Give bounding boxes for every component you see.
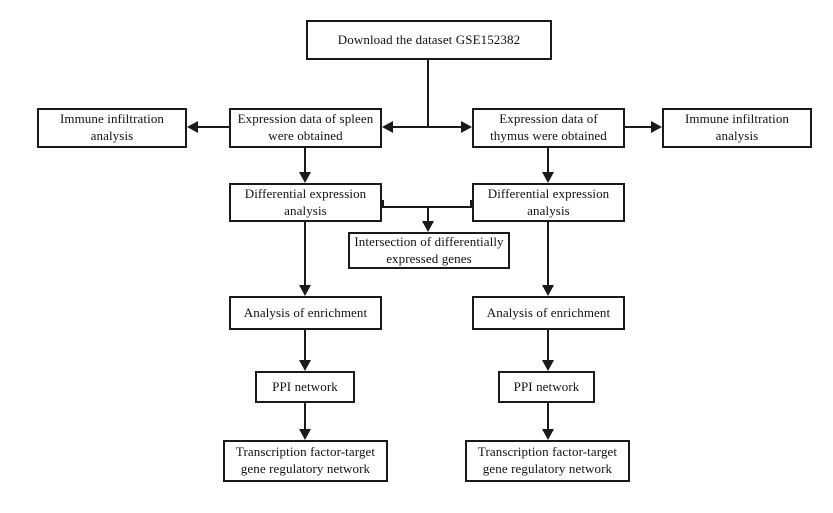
node-ppi-network-left-label: PPI network	[272, 378, 338, 394]
node-intersection-degs-line2: expressed genes	[386, 250, 472, 266]
arrowhead-to-ppi-right	[542, 360, 554, 371]
edge-enrichment-right-to-ppi-right	[547, 330, 549, 360]
node-tf-regulatory-network-right-line1: Transcription factor-target	[477, 444, 618, 460]
node-differential-expression-right-line1: Differential expression	[487, 185, 610, 201]
arrowhead-to-deg-left	[299, 172, 311, 183]
arrowhead-to-tf-left	[299, 429, 311, 440]
node-expression-data-spleen-line2: were obtained	[268, 128, 343, 143]
arrowhead-to-immune-left	[187, 121, 198, 133]
edge-deg-left-riser	[382, 200, 384, 208]
arrowhead-to-intersection	[422, 221, 434, 232]
node-differential-expression-left[interactable]: Differential expression analysis	[229, 183, 382, 222]
node-download-dataset-label: Download the dataset GSE152382	[337, 31, 521, 47]
edge-enrichment-left-to-ppi-left	[304, 330, 306, 360]
node-intersection-degs-line1: Intersection of differentially	[354, 233, 504, 249]
node-tf-regulatory-network-right-line2: gene regulatory network	[482, 461, 613, 476]
node-expression-data-thymus-line2: thymus were obtained	[490, 128, 607, 143]
node-tf-regulatory-network-left-line1: Transcription factor-target	[235, 444, 376, 460]
node-ppi-network-left[interactable]: PPI network	[255, 371, 355, 403]
node-immune-infiltration-left-line2: analysis	[90, 128, 134, 143]
edge-deg-right-riser	[470, 200, 472, 208]
edge-deg-left-to-enrichment-left	[304, 222, 306, 285]
node-download-dataset[interactable]: Download the dataset GSE152382	[306, 20, 552, 60]
node-expression-data-thymus[interactable]: Expression data of thymus were obtained	[472, 108, 625, 148]
arrowhead-to-tf-right	[542, 429, 554, 440]
node-immune-infiltration-left-line1: Immune infiltration	[59, 111, 165, 127]
node-expression-data-spleen-line1: Expression data of spleen	[237, 111, 374, 127]
arrowhead-to-ppi-left	[299, 360, 311, 371]
edge-download-stem	[427, 60, 429, 127]
node-differential-expression-left-line1: Differential expression	[244, 185, 367, 201]
arrowhead-to-spleen	[382, 121, 393, 133]
node-immune-infiltration-right[interactable]: Immune infiltration analysis	[662, 108, 812, 148]
node-tf-regulatory-network-right[interactable]: Transcription factor-target gene regulat…	[465, 440, 630, 482]
node-analysis-enrichment-left-label: Analysis of enrichment	[243, 304, 368, 320]
node-differential-expression-right-line2: analysis	[527, 202, 570, 218]
node-ppi-network-right-label: PPI network	[513, 378, 580, 394]
arrowhead-to-immune-right	[651, 121, 662, 133]
node-analysis-enrichment-left[interactable]: Analysis of enrichment	[229, 296, 382, 330]
arrowhead-to-thymus	[461, 121, 472, 133]
edge-ppi-right-to-tf-right	[547, 403, 549, 431]
edge-spleen-to-deg-left	[304, 148, 306, 172]
node-tf-regulatory-network-left-line2: gene regulatory network	[240, 461, 371, 476]
node-immune-infiltration-left[interactable]: Immune infiltration analysis	[37, 108, 187, 148]
node-immune-infiltration-right-line2: analysis	[715, 128, 759, 143]
node-expression-data-thymus-line1: Expression data of	[499, 111, 598, 127]
edge-intersection-drop	[427, 206, 429, 222]
node-tf-regulatory-network-left[interactable]: Transcription factor-target gene regulat…	[223, 440, 388, 482]
node-immune-infiltration-right-line1: Immune infiltration	[684, 111, 790, 127]
node-expression-data-spleen[interactable]: Expression data of spleen were obtained	[229, 108, 382, 148]
edge-deg-right-to-enrichment-right	[547, 222, 549, 285]
edge-thymus-to-deg-right	[547, 148, 549, 172]
edge-thymus-to-immune-right	[625, 126, 651, 128]
arrowhead-to-enrichment-left	[299, 285, 311, 296]
node-differential-expression-left-line2: analysis	[284, 202, 327, 218]
node-ppi-network-right[interactable]: PPI network	[498, 371, 595, 403]
arrowhead-to-deg-right	[542, 172, 554, 183]
arrowhead-to-enrichment-right	[542, 285, 554, 296]
edge-download-split-bar	[388, 126, 466, 128]
node-analysis-enrichment-right[interactable]: Analysis of enrichment	[472, 296, 625, 330]
edge-ppi-left-to-tf-left	[304, 403, 306, 431]
edge-spleen-to-immune-left	[198, 126, 229, 128]
node-differential-expression-right[interactable]: Differential expression analysis	[472, 183, 625, 222]
node-analysis-enrichment-right-label: Analysis of enrichment	[486, 304, 611, 320]
node-intersection-degs[interactable]: Intersection of differentially expressed…	[348, 232, 510, 269]
